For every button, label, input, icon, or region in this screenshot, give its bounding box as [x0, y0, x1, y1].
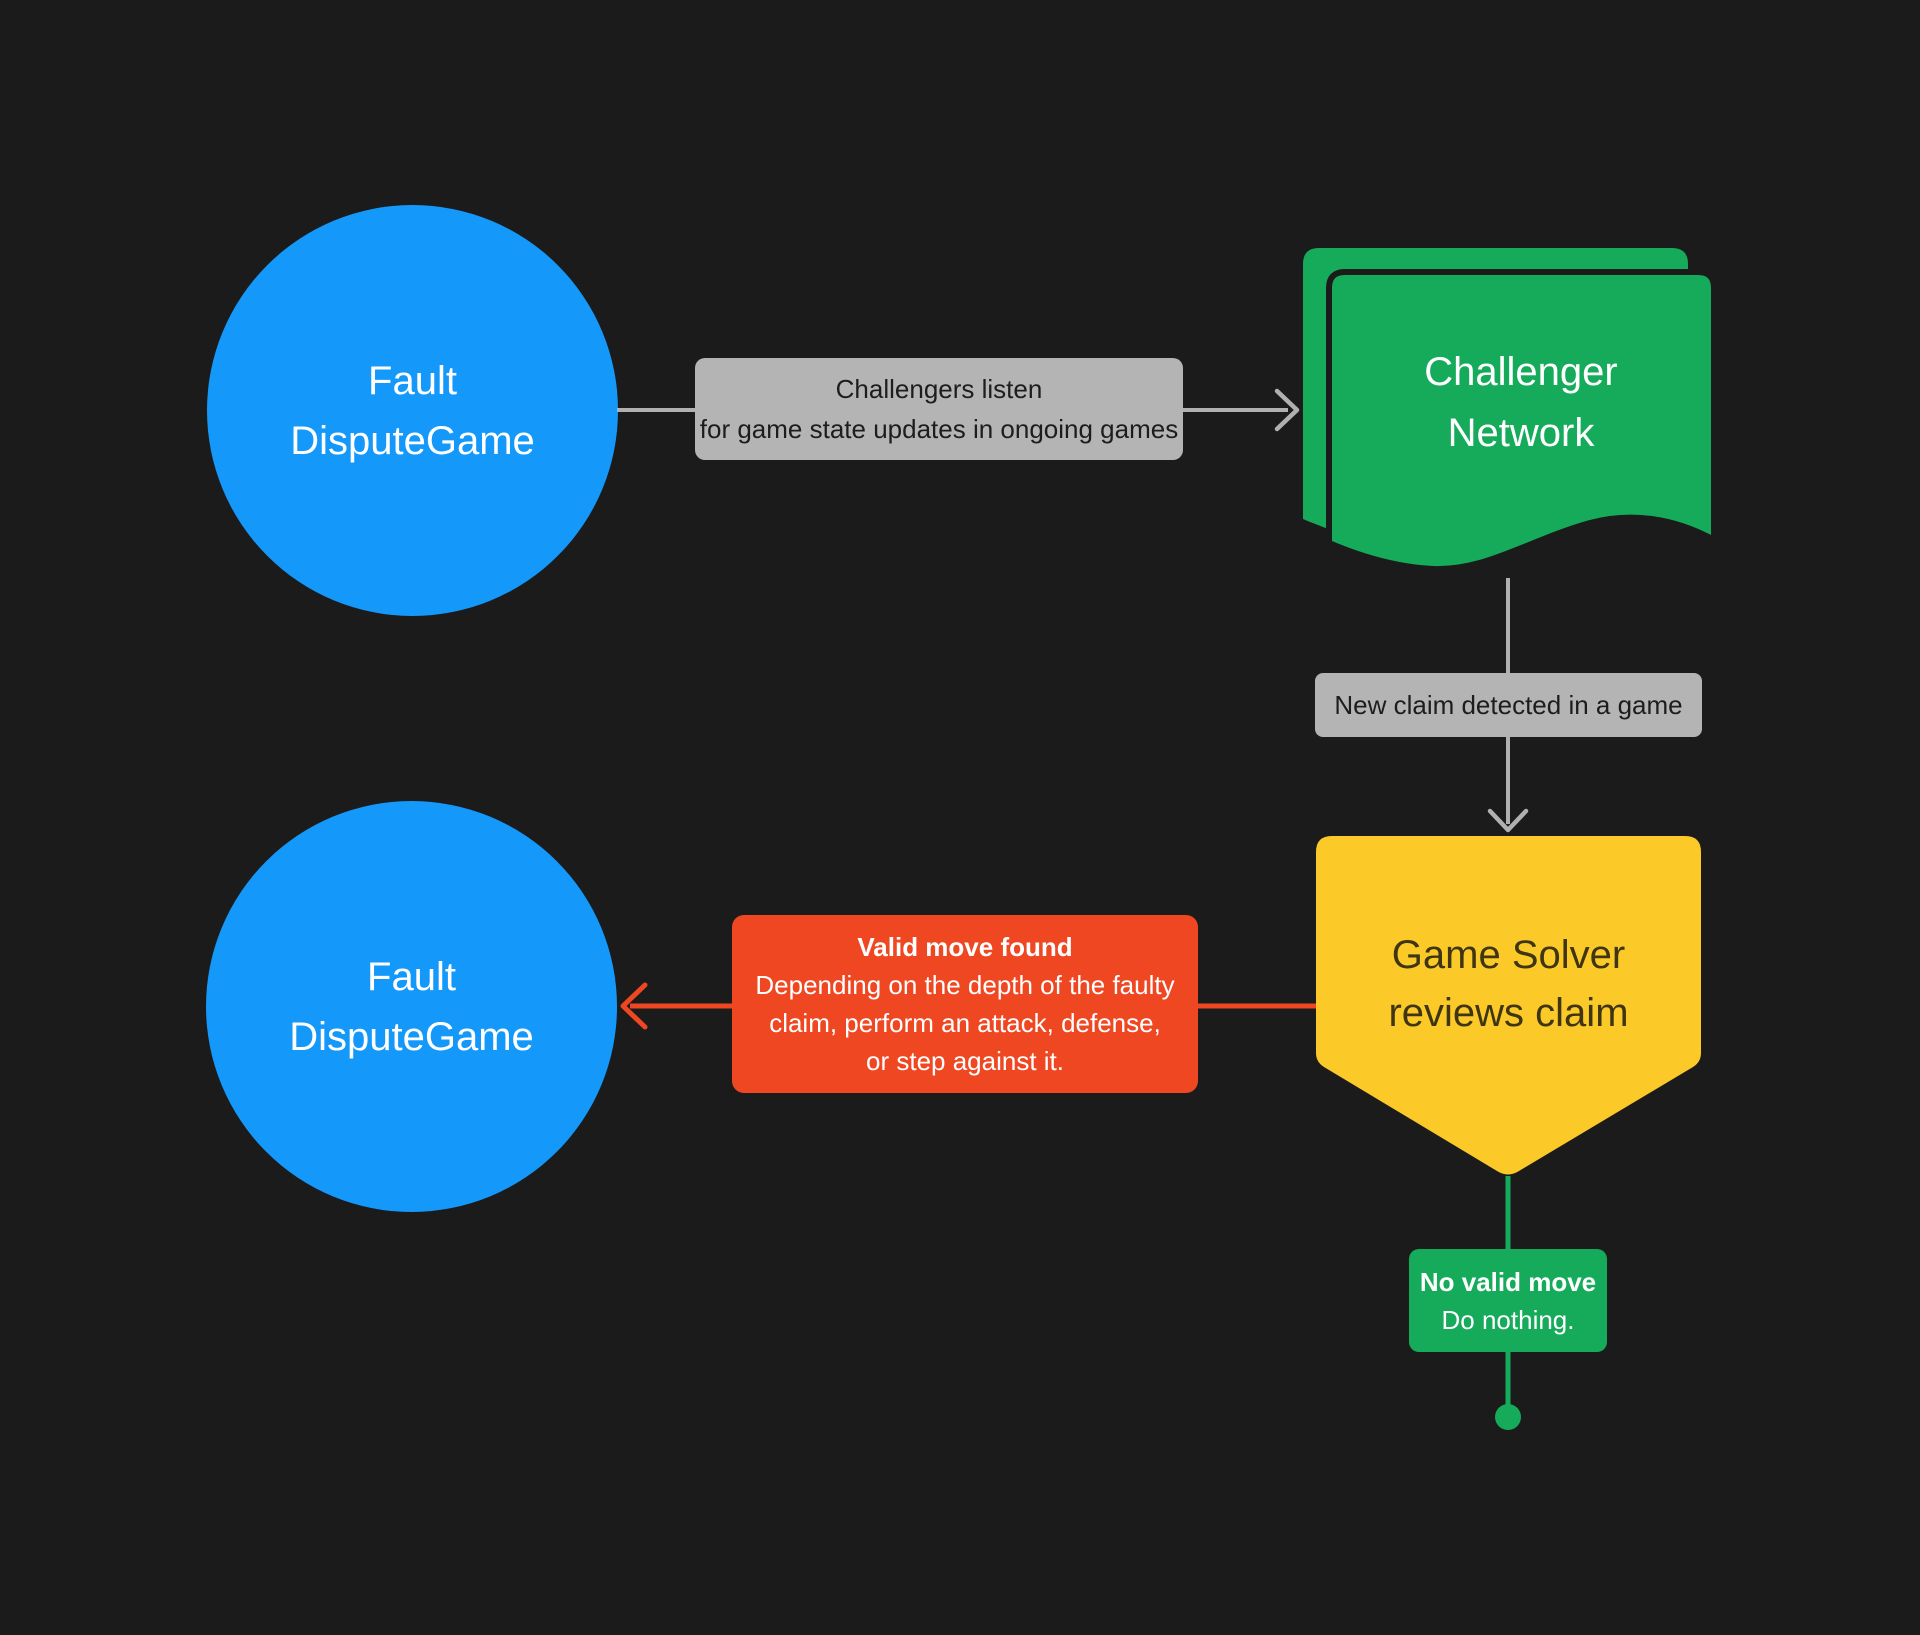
node-label-line: reviews claim — [1388, 991, 1629, 1035]
node-label-line: Network — [1447, 411, 1595, 455]
edge-label-new-claim: New claim detected in a game — [1315, 673, 1702, 737]
document-shape-front — [1326, 269, 1717, 573]
node-label-line: DisputeGame — [290, 418, 535, 463]
branch-title: No valid move — [1419, 1266, 1597, 1297]
node-challenger-network: Challenger Network — [1329, 342, 1713, 464]
branch-body-line: or step against it. — [866, 1046, 1064, 1076]
branch-title: Valid move found — [857, 932, 1073, 962]
node-label-line: Game Solver — [1391, 933, 1626, 977]
node-label-line: Challenger — [1424, 350, 1618, 394]
branch-box-valid-move: Valid move found Depending on the depth … — [732, 915, 1198, 1093]
branch-body-line: Do nothing. — [1441, 1304, 1575, 1335]
node-fault-dispute-game-bottom: Fault DisputeGame — [206, 801, 617, 1212]
node-fault-dispute-game-top: Fault DisputeGame — [207, 205, 618, 616]
node-game-solver: Game Solver reviews claim — [1316, 926, 1701, 1042]
branch-body-line: Depending on the depth of the faulty — [755, 970, 1175, 1000]
node-label-line: Fault — [367, 954, 456, 999]
node-label-line: Fault — [368, 358, 457, 403]
arrowhead-left-icon — [620, 982, 648, 1030]
edge-label-line: for game state updates in ongoing games — [699, 414, 1179, 444]
edge-label-line: New claim detected in a game — [1334, 690, 1683, 720]
flow-end-dot — [1495, 1404, 1521, 1430]
branch-body-line: claim, perform an attack, defense, — [769, 1008, 1161, 1038]
edge-label-challengers-listen: Challengers listen for game state update… — [695, 358, 1183, 460]
pentagon-shape-game-solver — [1316, 836, 1701, 1175]
edge-label-line: Challengers listen — [835, 374, 1043, 404]
node-label-line: DisputeGame — [289, 1014, 534, 1059]
arrowhead-down-icon — [1487, 808, 1529, 833]
branch-box-no-valid-move: No valid move Do nothing. — [1409, 1249, 1607, 1352]
arrowhead-right-icon — [1274, 388, 1300, 432]
